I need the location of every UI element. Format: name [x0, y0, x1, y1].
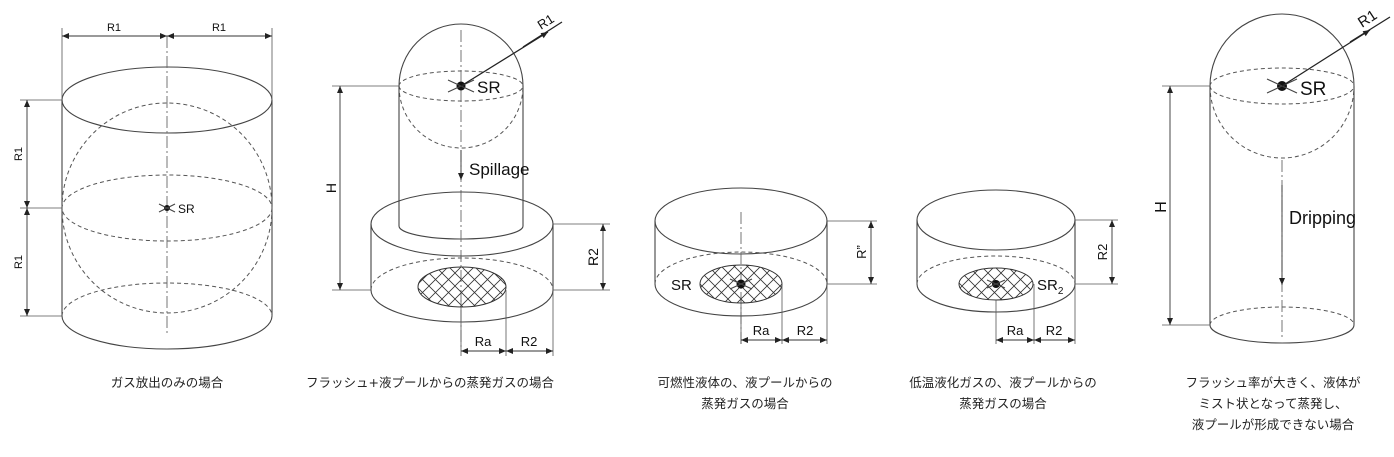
dim-r1-side-lower: R1: [13, 255, 25, 269]
source-label: SR: [1300, 79, 1326, 100]
caption-line: ガス放出のみの場合: [110, 375, 224, 390]
panel-4-cryogenic-pool: SR2 R2 Ra R2: [916, 189, 1118, 344]
caption-line: 液プールが形成できない場合: [1191, 417, 1355, 432]
dim-r1: R1: [535, 11, 557, 33]
dim-r-double: R”: [854, 245, 869, 259]
dim-ra: Ra: [753, 323, 770, 338]
hemisphere-outline: [1209, 13, 1355, 87]
panel-1-gas-release: SR R1 R1 R1 R1: [13, 22, 273, 350]
dim-r2-bottom: R2: [1046, 323, 1063, 338]
caption-panel-4: 低温液化ガスの、液プールからの 蒸発ガスの場合: [878, 372, 1128, 414]
source-label: SR: [178, 202, 195, 216]
flow-label: Spillage: [469, 160, 530, 179]
dim-r2-bottom: R2: [521, 334, 538, 349]
caption-line: ミスト状となって蒸発し、: [1198, 396, 1348, 411]
flow-label: Dripping: [1289, 208, 1356, 228]
dim-r2: R2: [1095, 244, 1110, 261]
caption-line: 低温液化ガスの、液プールからの: [909, 375, 1097, 390]
dim-r1-top-left: R1: [107, 22, 121, 34]
panel-3-flammable-pool: SR R” Ra R2: [654, 187, 877, 345]
hemisphere-outline: [398, 23, 524, 87]
caption-line: 蒸発ガスの場合: [701, 396, 789, 411]
cylinder-bottom-front: [61, 315, 273, 350]
dim-h: H: [1153, 201, 1170, 213]
liquid-pool: [417, 266, 507, 308]
source-subscript: 2: [1058, 286, 1064, 297]
caption-line: 蒸発ガスの場合: [959, 396, 1047, 411]
caption-panel-2: フラッシュ+液プールからの蒸発ガスの場合: [270, 372, 590, 393]
dim-ra: Ra: [475, 334, 492, 349]
dim-r2: R2: [585, 248, 601, 266]
source-label: SR: [671, 277, 692, 294]
dim-r1: R1: [1355, 7, 1380, 32]
caption-line: フラッシュ率が大きく、液体が: [1185, 375, 1361, 390]
dim-h: H: [323, 183, 339, 193]
dim-ra: Ra: [1007, 323, 1024, 338]
dim-r1-top-right: R1: [212, 22, 226, 34]
caption-panel-5: フラッシュ率が大きく、液体が ミスト状となって蒸発し、 液プールが形成できない場…: [1158, 372, 1388, 435]
caption-panel-1: ガス放出のみの場合: [47, 372, 287, 393]
dim-r1-side-upper: R1: [13, 147, 25, 161]
panel-5-mist-dripping: SR R1 Dripping H: [1153, 7, 1391, 344]
source-label: SR: [477, 78, 501, 97]
caption-line: 可燃性液体の、液プールからの: [657, 375, 833, 390]
dim-r2-bottom: R2: [797, 323, 814, 338]
source-label: SR2: [1037, 277, 1064, 297]
caption-line: フラッシュ+液プールからの蒸発ガスの場合: [306, 375, 554, 390]
cylinder-top: [916, 189, 1076, 251]
pool-cylinder-top: [370, 191, 554, 257]
panel-2-flash-pool: SR R1 Spillage H R2 Ra R2: [323, 11, 610, 356]
caption-panel-3: 可燃性液体の、液プールからの 蒸発ガスの場合: [625, 372, 865, 414]
